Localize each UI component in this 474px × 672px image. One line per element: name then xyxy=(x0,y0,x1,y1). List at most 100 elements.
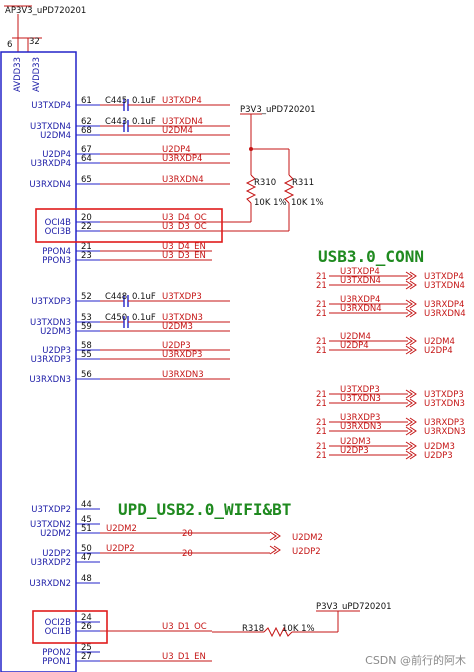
pin-name-u2dm2: U2DM2 xyxy=(40,529,71,539)
net-label-u3txdp3: U3TXDP3 xyxy=(162,292,202,302)
pin-number-ppon2: 25 xyxy=(81,643,92,653)
conn-net-u3rxdn4: U3RXDN4 xyxy=(340,304,382,314)
conn-ref-u3rxdp3: 21 xyxy=(316,418,327,428)
net-label-u2dp4: U2DP4 xyxy=(162,145,191,155)
pin-name-u2dp4: U2DP4 xyxy=(42,150,71,160)
net-label-u3_d1_en: U3_D1_EN xyxy=(162,652,206,662)
pin-number-u3rxdp2: 47 xyxy=(81,553,92,563)
conn-ref-u2dm3: 21 xyxy=(316,442,327,452)
pin-number-u3txdp2: 44 xyxy=(81,500,92,510)
pin-name-ppon4: PPON4 xyxy=(42,247,71,257)
pin-name-u2dp3: U2DP3 xyxy=(42,346,71,356)
pin-number-u2dm4: 68 xyxy=(81,126,92,136)
conn-arrow-a-u2dp3 xyxy=(405,450,413,460)
conn-dest-u3txdp4: U3TXDP4 xyxy=(424,272,464,282)
chip-body xyxy=(0,51,77,672)
conn-net-u3rxdp4: U3RXDP4 xyxy=(340,295,380,305)
chip-power-pin-avdd33-a: AVDD33 xyxy=(13,57,23,92)
pin-name-u2dm3: U2DM3 xyxy=(40,327,71,337)
watermark: CSDN @前行的阿木 xyxy=(365,654,466,667)
pullup-supply-net: P3V3_uPD720201 xyxy=(240,105,316,115)
conn-ref-u2dp3: 21 xyxy=(316,451,327,461)
pin-name-oci1b: OCI1B xyxy=(45,627,72,637)
conn-dest-u3rxdp4: U3RXDP4 xyxy=(424,300,464,310)
net-label-u3txdn4: U3TXDN4 xyxy=(162,117,203,127)
pullup-block: P3V3_uPD720201 R310 R311 10K 1% 10K 1% xyxy=(222,105,324,232)
pin-number-u2dm2: 51 xyxy=(81,524,92,534)
pin-number-u3txdn4: 62 xyxy=(81,117,92,127)
net-ref-u2dm2: 20 xyxy=(182,529,193,539)
conn-net-u2dm3: U2DM3 xyxy=(340,437,371,447)
conn-arrow-b-u2dm3 xyxy=(409,441,417,451)
conn-arrow-a-u2dm3 xyxy=(405,441,413,451)
net-label-u3_d3_en: U3_D3_EN xyxy=(162,251,206,261)
oc-highlight-box-bottom xyxy=(32,610,108,644)
conn-arrow-b-u2dm4 xyxy=(409,336,417,346)
pin-name-u3rxdn4: U3RXDN4 xyxy=(29,180,71,190)
net-label-u3_d4_en: U3_D4_EN xyxy=(162,242,206,252)
pin-number-u3rxdp3: 55 xyxy=(81,350,92,360)
cap-c448-ref: C448 xyxy=(105,292,127,302)
cap-c443-ref: C443 xyxy=(105,117,127,127)
net-label-u3_d4_oc: U3_D4_OC xyxy=(162,213,207,223)
conn-dest-u2dp3: U2DP3 xyxy=(424,451,453,461)
net-label-u2dm4: U2DM4 xyxy=(162,126,193,136)
pin-number-u3txdn3: 53 xyxy=(81,313,92,323)
resistor-r318 xyxy=(263,626,293,638)
conn-ref-u3rxdn4: 21 xyxy=(316,309,327,319)
pin-name-oci4b: OCI4B xyxy=(45,218,72,228)
oc-highlight-box-top xyxy=(35,208,223,243)
conn-arrow-b-u3rxdp4 xyxy=(409,299,417,309)
cap-c448-value: 0.1uF xyxy=(132,292,156,302)
conn-arrow-a-u3txdp3 xyxy=(405,389,413,399)
net-ref-u2dp2: 20 xyxy=(182,549,193,559)
resistor-r311-val: 10K 1% xyxy=(291,198,324,208)
pin-number-oci4b: 20 xyxy=(81,213,92,223)
conn-arrow-a-u3txdn3 xyxy=(405,398,413,408)
conn-arrow-a-u2dm4 xyxy=(405,336,413,346)
oc-pullup-supply-net: P3V3_uPD720201 xyxy=(316,602,392,612)
cap-c450-value: 0.1uF xyxy=(132,313,156,323)
chip-power-pin-avdd33-b: AVDD33 xyxy=(32,57,42,92)
net-label-u3_d1_oc: U3_D1_OC xyxy=(162,622,207,632)
conn-ref-u3txdn4: 21 xyxy=(316,281,327,291)
conn-arrow-b-u2dp4 xyxy=(409,345,417,355)
pin-name-u3rxdp4: U3RXDP4 xyxy=(31,159,71,169)
conn-dest-u2dm4: U2DM4 xyxy=(424,337,455,347)
pin-name-ppon1: PPON1 xyxy=(42,657,71,667)
net-label-u2dm2: U2DM2 xyxy=(106,524,137,534)
conn-net-u3txdn4: U3TXDN4 xyxy=(340,276,381,286)
pin-number-u2dp3: 58 xyxy=(81,341,92,351)
pin-name-u3txdp3: U3TXDP3 xyxy=(31,297,71,307)
pin-name-u3rxdp3: U3RXDP3 xyxy=(31,355,71,365)
net-label-u3txdp4: U3TXDP4 xyxy=(162,96,202,106)
conn-ref-u3txdp3: 21 xyxy=(316,390,327,400)
cap-c445-value: 0.1uF xyxy=(132,96,156,106)
conn-dest-u2dm3: U2DM3 xyxy=(424,442,455,452)
resistor-r318-ref: R318 xyxy=(242,624,264,634)
resistor-r311-ref: R311 xyxy=(292,178,314,188)
conn-arrow-a-u3rxdp3 xyxy=(405,417,413,427)
usb2-wifi-title: UPD_USB2.0_WIFI&BT xyxy=(118,500,291,519)
pin-name-ppon3: PPON3 xyxy=(42,256,71,266)
conn-net-u3txdp3: U3TXDP3 xyxy=(340,385,380,395)
net-label-u3rxdn3: U3RXDN3 xyxy=(162,370,204,380)
pin-number-u2dp2: 50 xyxy=(81,544,92,554)
pin-name-ppon2: PPON2 xyxy=(42,648,71,658)
conn-arrow-a-u3txdn4 xyxy=(405,280,413,290)
conn-arrow-a-u3rxdp4 xyxy=(405,299,413,309)
resistor-r310-val: 10K 1% xyxy=(254,198,287,208)
conn-dest-u2dp4: U2DP4 xyxy=(424,346,453,356)
conn-dest-u3txdp3: U3TXDP3 xyxy=(424,390,464,400)
conn-arrow-b-u2dp3 xyxy=(409,450,417,460)
conn-ref-u2dp4: 21 xyxy=(316,346,327,356)
resistor-r318-val: 10K 1% xyxy=(282,624,315,634)
conn-net-u3txdp4: U3TXDP4 xyxy=(340,267,380,277)
oc-pullup-block: P3V3_uPD720201 R318 10K 1% xyxy=(212,602,392,638)
net-label-u3_d3_oc: U3_D3_OC xyxy=(162,222,207,232)
cap-c443-value: 0.1uF xyxy=(132,117,156,127)
pin-number-u3txdn2: 45 xyxy=(81,515,92,525)
pin-name-oci2b: OCI2B xyxy=(45,618,72,628)
pin-name-u3rxdn3: U3RXDN3 xyxy=(29,375,71,385)
pin-name-u3txdn2: U3TXDN2 xyxy=(30,520,71,530)
